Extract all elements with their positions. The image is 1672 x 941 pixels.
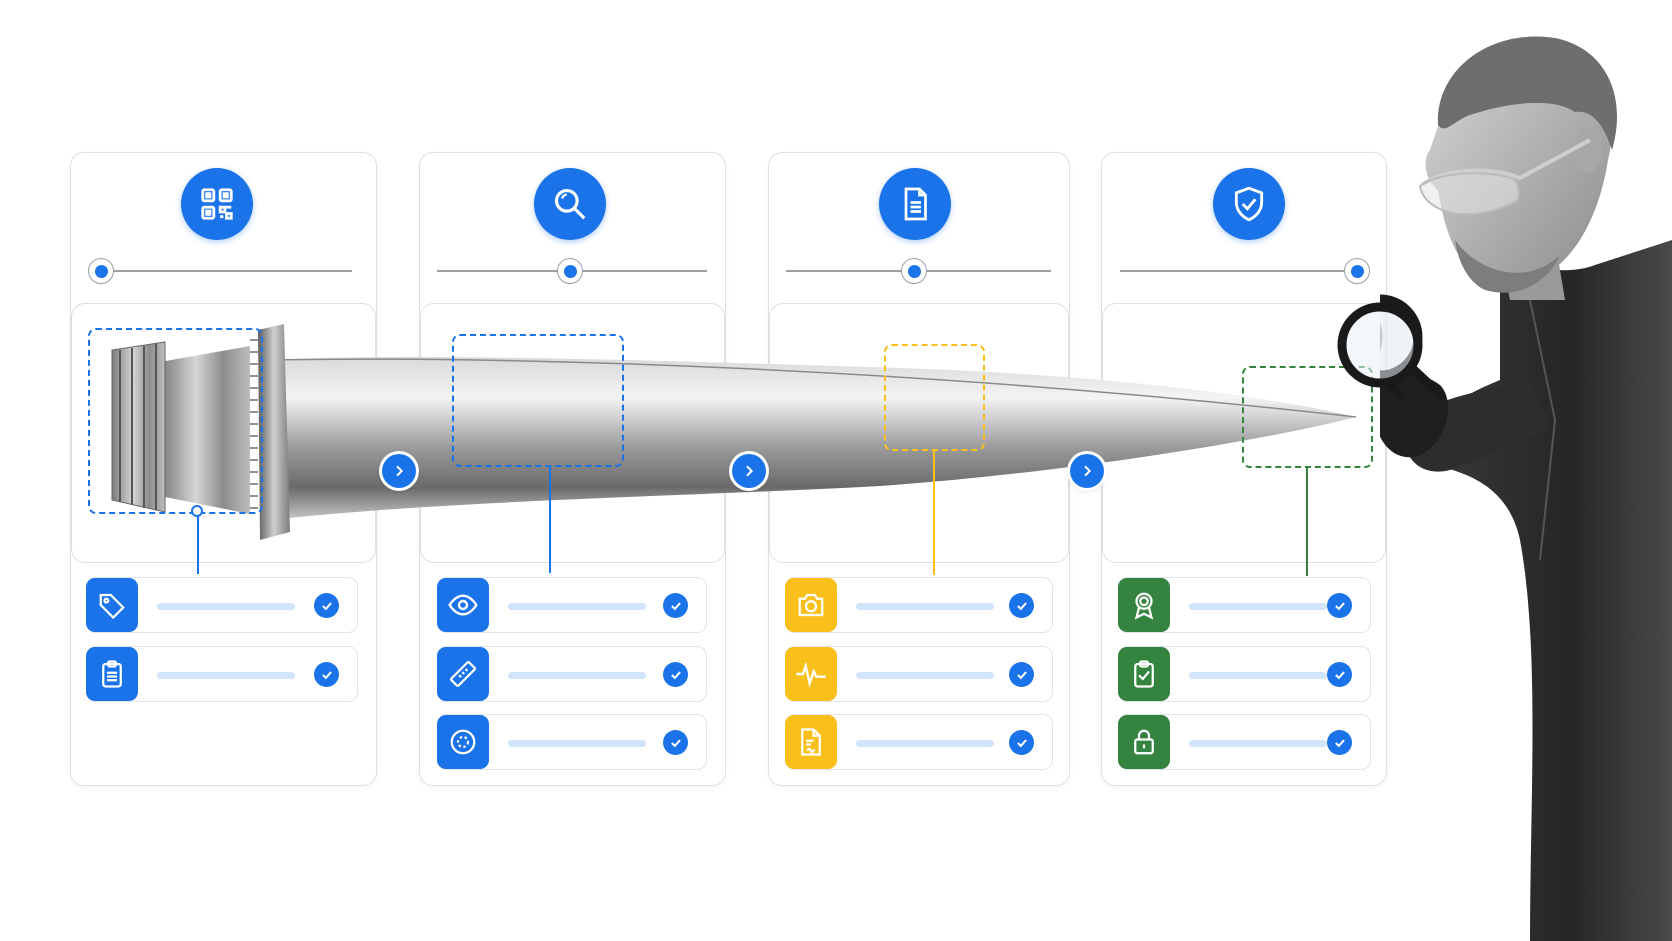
root-leader-line xyxy=(197,512,199,574)
row-placeholder-bar xyxy=(157,603,295,610)
camera-icon xyxy=(785,578,837,632)
stage-3-row-2[interactable] xyxy=(785,646,1053,702)
eye-icon xyxy=(437,578,489,632)
stage-3-progress-knob[interactable] xyxy=(901,258,927,284)
check-circle-icon xyxy=(1009,593,1034,618)
next-stage-button-1[interactable] xyxy=(382,454,416,488)
row-placeholder-bar xyxy=(508,603,646,610)
stage-3-row-3[interactable] xyxy=(785,714,1053,770)
row-placeholder-bar xyxy=(856,603,994,610)
root-leader-dot xyxy=(191,505,203,517)
surface-inspection-frame xyxy=(884,344,985,451)
stage-4-row-3[interactable] xyxy=(1118,714,1371,770)
check-circle-icon xyxy=(1327,662,1352,687)
stage-4-progress-track xyxy=(1120,270,1360,272)
check-circle-icon xyxy=(1327,593,1352,618)
stage-2-row-2[interactable] xyxy=(437,646,707,702)
stage-2-row-1[interactable] xyxy=(437,577,707,633)
row-placeholder-bar xyxy=(1189,603,1327,610)
check-circle-icon xyxy=(314,662,339,687)
row-placeholder-bar xyxy=(508,740,646,747)
inspector-photo xyxy=(1380,36,1672,941)
chevron-right-icon xyxy=(1084,465,1092,477)
row-placeholder-bar xyxy=(508,672,646,679)
stage-1-row-2[interactable] xyxy=(86,646,358,702)
stage-4-row-1[interactable] xyxy=(1118,577,1371,633)
check-circle-icon xyxy=(1009,730,1034,755)
row-placeholder-bar xyxy=(856,672,994,679)
check-circle-icon xyxy=(663,662,688,687)
stage-4-row-2[interactable] xyxy=(1118,646,1371,702)
stage-4-shield-check-icon xyxy=(1213,168,1285,240)
row-placeholder-bar xyxy=(1189,672,1327,679)
clipboard-icon xyxy=(86,647,138,701)
target-scan-icon xyxy=(437,715,489,769)
surface-leader-line xyxy=(933,451,935,575)
stage-4-progress-knob[interactable] xyxy=(1344,258,1370,284)
root-inspection-frame xyxy=(88,328,263,514)
stage-1-progress-knob[interactable] xyxy=(88,258,114,284)
waveform-icon xyxy=(785,647,837,701)
check-circle-icon xyxy=(663,730,688,755)
check-circle-icon xyxy=(1009,662,1034,687)
stage-3-row-1[interactable] xyxy=(785,577,1053,633)
stage-2-progress-knob[interactable] xyxy=(557,258,583,284)
stage-2-row-3[interactable] xyxy=(437,714,707,770)
padlock-icon xyxy=(1118,715,1170,769)
check-circle-icon xyxy=(1327,730,1352,755)
stage-1-row-1[interactable] xyxy=(86,577,358,633)
stage-3-document-icon xyxy=(879,168,951,240)
next-stage-button-2[interactable] xyxy=(732,454,766,488)
check-circle-icon xyxy=(314,593,339,618)
stage-1-qr-code-icon xyxy=(181,168,253,240)
check-circle-icon xyxy=(663,593,688,618)
tag-icon xyxy=(86,578,138,632)
row-placeholder-bar xyxy=(856,740,994,747)
magnifying-glass-lens xyxy=(1337,302,1423,388)
tip-inspection-frame xyxy=(1242,366,1373,468)
next-stage-button-3[interactable] xyxy=(1070,454,1104,488)
stage-2-magnifier-icon xyxy=(534,168,606,240)
ruler-icon xyxy=(437,647,489,701)
tip-leader-line xyxy=(1306,468,1308,576)
chevron-right-icon xyxy=(746,465,754,477)
row-placeholder-bar xyxy=(157,672,295,679)
signed-document-icon xyxy=(785,715,837,769)
airfoil-inspection-frame xyxy=(452,334,624,467)
stage-1-progress-track xyxy=(100,270,352,272)
award-ribbon-icon xyxy=(1118,578,1170,632)
chevron-right-icon xyxy=(396,465,404,477)
row-placeholder-bar xyxy=(1189,740,1327,747)
clipboard-check-icon xyxy=(1118,647,1170,701)
airfoil-leader-line xyxy=(549,467,551,573)
